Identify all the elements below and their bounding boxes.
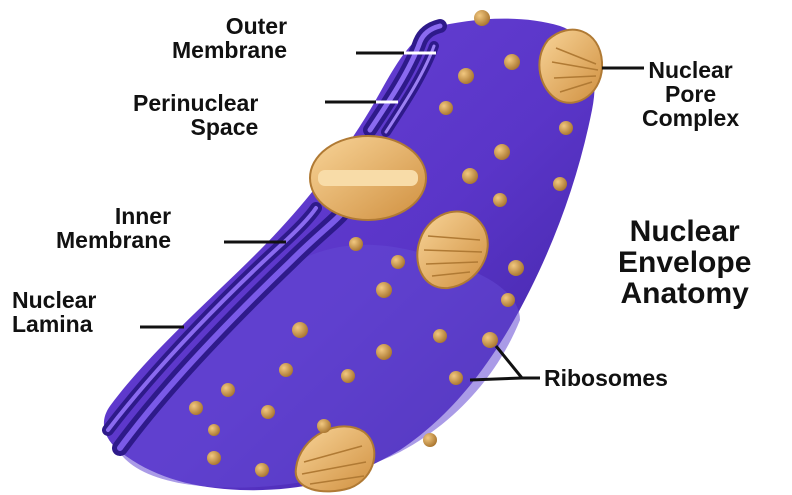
label-nuclear-pore-complex: NuclearPoreComplex: [642, 58, 739, 130]
pore-complex-cross-section: [310, 136, 426, 220]
label-inner-membrane: InnerMembrane: [56, 204, 171, 252]
label-perinuclear-space: PerinuclearSpace: [133, 91, 258, 139]
diagram-title: NuclearEnvelopeAnatomy: [618, 216, 751, 309]
label-ribosomes: Ribosomes: [544, 366, 668, 390]
pore-complex-top: [539, 30, 602, 103]
label-outer-membrane: OuterMembrane: [172, 14, 287, 62]
label-nuclear-lamina: NuclearLamina: [12, 288, 96, 336]
